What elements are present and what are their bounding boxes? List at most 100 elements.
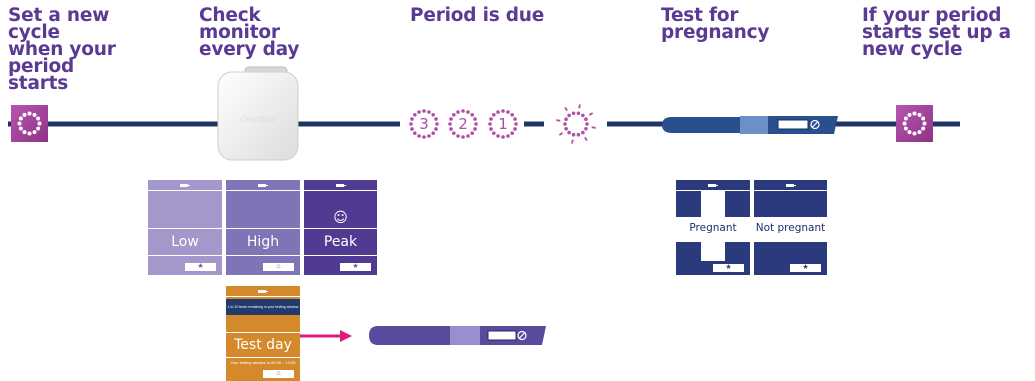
countdown-dot — [422, 109, 426, 113]
countdown-dot — [489, 117, 493, 121]
period-countdown: 3 2 1 — [409, 104, 596, 144]
fertility-screen-peak: ☺ Peak ★ — [304, 180, 377, 275]
test-stick-lower — [369, 326, 546, 345]
heading-new-cycle: If your period starts set up a new cycle — [862, 5, 1011, 60]
countdown-dot — [501, 135, 505, 139]
testing-window-footer: Your testing window is 00:00 – 12:00 — [230, 360, 296, 365]
battery-icon — [785, 184, 796, 187]
countdown-dot — [413, 113, 417, 117]
ring-dot — [32, 130, 37, 135]
fertility-screen-low: Low ★ — [148, 180, 222, 275]
burst-ray — [558, 132, 564, 136]
countdown-dot — [489, 127, 493, 131]
pregnancy-result-label: Pregnant — [689, 222, 737, 234]
burst-dot — [584, 126, 588, 131]
test-day-band: Test day — [226, 332, 300, 358]
countdown-dot — [410, 117, 414, 121]
ring-dot — [22, 130, 27, 135]
burst-dot — [581, 113, 585, 118]
countdown-dot — [449, 127, 453, 131]
battery-icon — [335, 184, 346, 187]
monitor-button: ★ — [713, 264, 744, 272]
countdown-dot — [466, 134, 470, 138]
countdown-dot — [506, 110, 510, 114]
battery-icon — [708, 184, 718, 187]
screen-divider — [754, 190, 827, 191]
fertility-screen-high: High ⌂ — [226, 180, 300, 275]
new-cycle-icon-end — [896, 105, 933, 142]
burst-dot — [585, 122, 589, 126]
ring-dot — [17, 121, 22, 126]
ring-dot — [903, 126, 908, 131]
monitor-button: ★ — [185, 263, 216, 271]
screen-divider — [226, 190, 300, 191]
ring-dot — [917, 130, 922, 135]
burst-dot — [563, 122, 567, 126]
countdown-number: 3 — [419, 115, 429, 133]
countdown-dot — [413, 131, 417, 135]
monitor-button: ★ — [790, 264, 821, 272]
countdown-dot — [435, 122, 439, 126]
burst-dot — [564, 117, 568, 122]
ring-dot — [36, 126, 41, 131]
battery-icon — [258, 290, 268, 293]
fertility-band: Peak — [304, 228, 377, 256]
countdown-dot — [496, 134, 500, 138]
plus-symbol-horizontal — [676, 217, 750, 242]
burst-dot — [571, 132, 576, 137]
countdown-dot — [434, 127, 438, 131]
battery-icon — [180, 184, 190, 187]
countdown-circle-3: 3 — [409, 109, 439, 139]
countdown-circle-1: 1 — [488, 109, 518, 139]
countdown-dot — [473, 127, 477, 131]
countdown-dot — [461, 135, 465, 139]
ring-dot — [922, 121, 927, 126]
heading-set-new-cycle: Set a new cycle when your period starts — [8, 5, 116, 94]
ring-dot — [32, 112, 37, 117]
home-button: ⌂ — [263, 370, 294, 378]
countdown-dot — [417, 134, 421, 138]
screen-divider — [676, 190, 750, 191]
fertility-level-label: High — [246, 234, 280, 250]
ring-dot — [902, 121, 907, 126]
countdown-dot — [470, 131, 474, 135]
home-button: ⌂ — [263, 263, 294, 271]
burst-dot — [576, 111, 581, 116]
fertility-band: High — [226, 228, 300, 256]
ring-dot — [907, 130, 912, 135]
countdown-dot — [474, 122, 478, 126]
countdown-dot — [448, 122, 452, 126]
burst-dot — [567, 130, 571, 135]
heading-test-pregnancy: Test for pregnancy — [661, 5, 770, 43]
ring-dot — [917, 112, 922, 117]
testing-window-message: 1 to 10 tests remaining in your testing … — [226, 299, 300, 315]
countdown-dot — [434, 117, 438, 121]
battery-icon — [258, 184, 268, 187]
pregnancy-test-stick — [662, 116, 838, 134]
screen-divider — [304, 190, 377, 191]
countdown-dot — [510, 113, 514, 117]
monitor-brand-text: clearblue — [240, 114, 277, 124]
ring-dot — [912, 131, 917, 136]
ring-dot — [912, 111, 917, 116]
burst-ray — [591, 126, 596, 129]
countdown-dot — [492, 131, 496, 135]
countdown-dot — [452, 131, 456, 135]
pregnancy-result-positive: Pregnant ★ — [676, 180, 750, 275]
countdown-dot — [492, 113, 496, 117]
monitor-button: ★ — [340, 263, 371, 271]
smiley-icon: ☺ — [333, 210, 348, 226]
burst-dot — [564, 126, 568, 131]
burst-ray — [588, 112, 594, 116]
burst-ray — [571, 139, 574, 144]
countdown-dot — [431, 131, 435, 135]
countdown-number: 2 — [458, 115, 468, 133]
burst-dot — [567, 113, 571, 118]
countdown-dot — [449, 117, 453, 121]
countdown-dot — [510, 131, 514, 135]
new-cycle-icon-start — [11, 105, 48, 142]
countdown-number: 1 — [498, 115, 508, 133]
countdown-dot — [513, 127, 517, 131]
burst-dot — [584, 117, 588, 122]
countdown-dot — [409, 122, 413, 126]
